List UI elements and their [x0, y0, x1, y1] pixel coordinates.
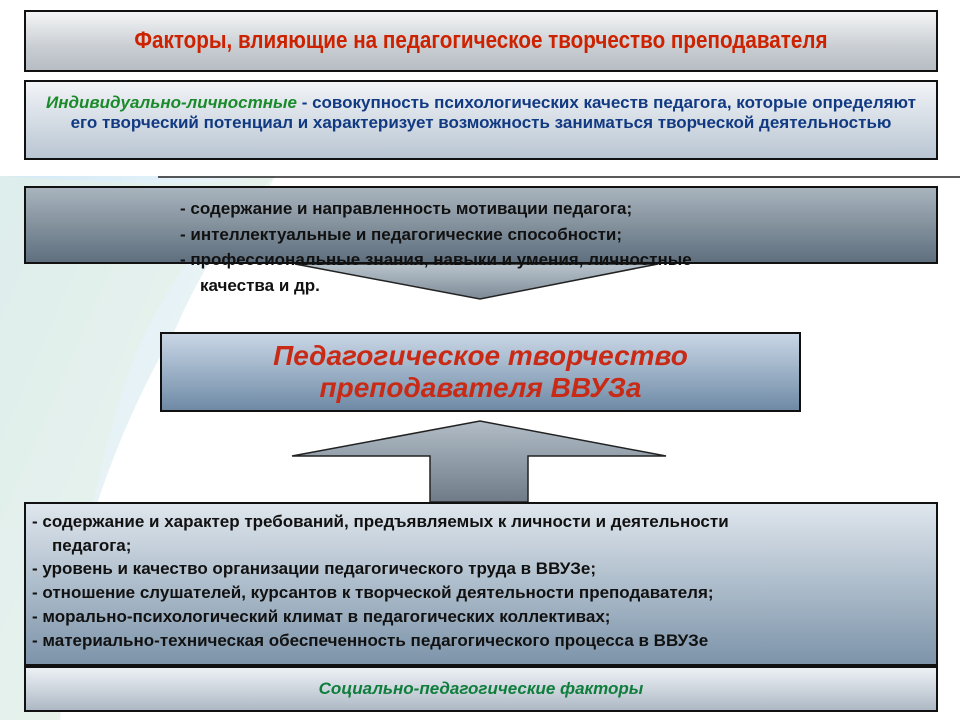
- list-item: - содержание и характер требований, пред…: [32, 512, 729, 531]
- list-item: - профессиональные знания, навыки и умен…: [180, 250, 692, 269]
- page-title: Факторы, влияющие на педагогическое твор…: [134, 27, 828, 54]
- social-factors-list: - содержание и характер требований, пред…: [32, 510, 729, 652]
- list-item: - материально-техническая обеспеченность…: [32, 630, 709, 650]
- central-concept-line-1: Педагогическое творчество: [273, 340, 688, 371]
- central-concept-box: Педагогическое творчество преподавателя …: [160, 332, 801, 412]
- social-factors-box: [24, 502, 938, 666]
- list-item: - морально-психологический климат в педа…: [32, 606, 611, 626]
- motivation-list: - содержание и направленность мотивации …: [180, 196, 692, 298]
- individual-term: Индивидуально-личностные: [46, 93, 297, 112]
- social-factors-label-box: Социально-педагогические факторы: [24, 666, 938, 712]
- central-concept-line-2: преподавателя ВВУЗа: [319, 372, 642, 403]
- title-banner: Факторы, влияющие на педагогическое твор…: [24, 10, 938, 72]
- motivation-box: [24, 186, 938, 264]
- social-factors-label: Социально-педагогические факторы: [318, 679, 644, 698]
- arrow-down: [294, 263, 659, 300]
- individual-factors-box: Индивидуально-личностные - совокупность …: [24, 80, 938, 160]
- term-separator: -: [296, 93, 313, 112]
- list-item: - интеллектуальные и педагогические спос…: [180, 224, 623, 244]
- list-item: качества и др.: [200, 275, 320, 295]
- list-item: - уровень и качество организации педагог…: [32, 559, 597, 579]
- list-item: - отношение слушателей, курсантов к твор…: [32, 583, 714, 603]
- list-item: педагога;: [52, 535, 132, 555]
- arrow-up: [291, 420, 667, 503]
- list-item: - содержание и направленность мотивации …: [180, 199, 633, 218]
- individual-definition: совокупность психологических качеств пед…: [70, 93, 916, 132]
